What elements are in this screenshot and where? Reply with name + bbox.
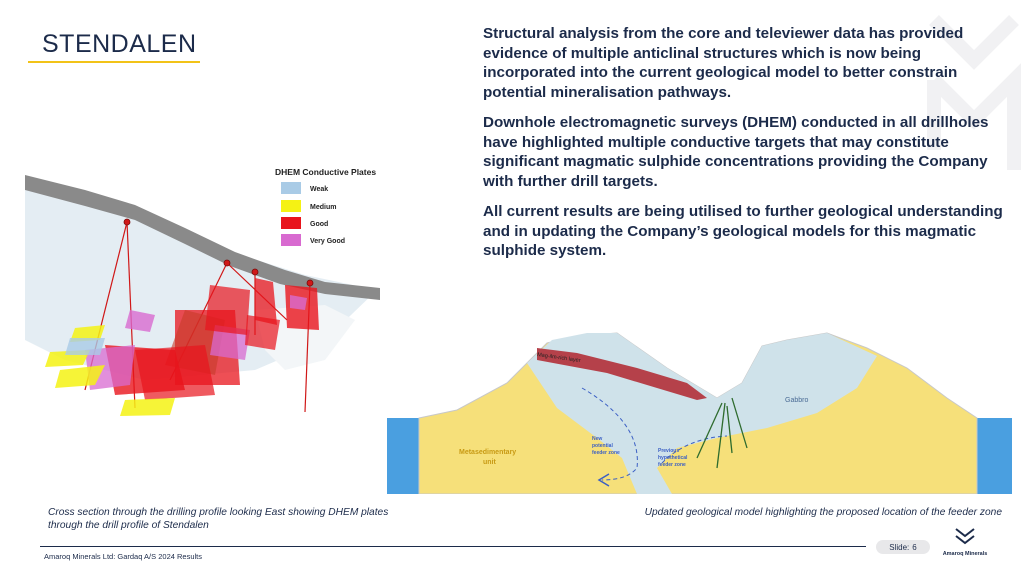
label-gabbro: Gabbro bbox=[785, 397, 808, 404]
previous-feeder-path bbox=[661, 435, 728, 464]
legend-swatch-very-good bbox=[281, 234, 301, 246]
slide-title: STENDALEN bbox=[42, 30, 197, 58]
legend-swatch-weak bbox=[281, 182, 301, 194]
slide-number: 6 bbox=[912, 542, 917, 552]
legend-label-medium: Medium bbox=[310, 204, 336, 211]
new-feeder-path bbox=[581, 387, 638, 481]
dhem-cross-section-figure: DHEM Conductive Plates Weak Medium Good … bbox=[25, 167, 380, 416]
water-left bbox=[387, 418, 419, 494]
brand-logo: Amaroq Minerals bbox=[940, 527, 990, 557]
label-new-feeder-1: New bbox=[592, 436, 602, 442]
slide-number-badge: Slide: 6 bbox=[876, 540, 930, 554]
paragraph-dhem: Downhole electromagnetic surveys (DHEM) … bbox=[483, 114, 989, 190]
label-unit: unit bbox=[483, 459, 496, 466]
mag-ilm-layer bbox=[537, 348, 707, 400]
paragraph-results: All current results are being utilised t… bbox=[483, 203, 1003, 259]
water-right bbox=[977, 418, 1012, 494]
legend-label-very-good: Very Good bbox=[310, 238, 345, 245]
drill-collars bbox=[123, 218, 314, 287]
brand-name: Amaroq Minerals bbox=[942, 551, 988, 557]
label-prev-feeder-3: feeder zone bbox=[658, 462, 686, 468]
pale-layer bbox=[255, 305, 355, 370]
paragraph-structural: Structural analysis from the core and te… bbox=[483, 25, 964, 101]
legend-title: DHEM Conductive Plates bbox=[275, 167, 376, 177]
footer-text: Amaroq Minerals Ltd: Gardaq A/S 2024 Res… bbox=[44, 552, 202, 561]
legend-label-weak: Weak bbox=[310, 186, 328, 193]
label-new-feeder-3: feeder zone bbox=[592, 450, 620, 456]
label-prev-feeder-1: Previous bbox=[658, 448, 679, 454]
label-new-feeder-2: potential bbox=[592, 443, 613, 449]
topography-surface bbox=[25, 175, 380, 300]
caption-right: Updated geological model highlighting th… bbox=[644, 507, 1002, 518]
dhem-plates bbox=[45, 278, 319, 416]
drill-holes bbox=[696, 397, 748, 469]
arrow-head bbox=[597, 473, 610, 487]
footer-rule bbox=[40, 546, 866, 547]
legend-label-good: Good bbox=[310, 221, 328, 228]
watermark-logo bbox=[927, 15, 1021, 170]
label-metasedimentary: Metasedimentary bbox=[459, 449, 516, 456]
slide-label: Slide: bbox=[889, 542, 910, 552]
body-text: Structural analysis from the core and te… bbox=[483, 24, 1003, 272]
legend-swatch-medium bbox=[281, 200, 301, 212]
label-prev-feeder-2: hypothetical bbox=[658, 455, 688, 461]
geological-model-figure: Mag-ilm-rich layer Gabbro Metasedimentar… bbox=[387, 332, 1012, 494]
amaroq-logo-icon bbox=[955, 528, 975, 545]
caption-left: Cross section through the drilling profi… bbox=[48, 507, 389, 531]
title-underline bbox=[28, 61, 200, 63]
legend-swatch-good bbox=[281, 217, 301, 229]
